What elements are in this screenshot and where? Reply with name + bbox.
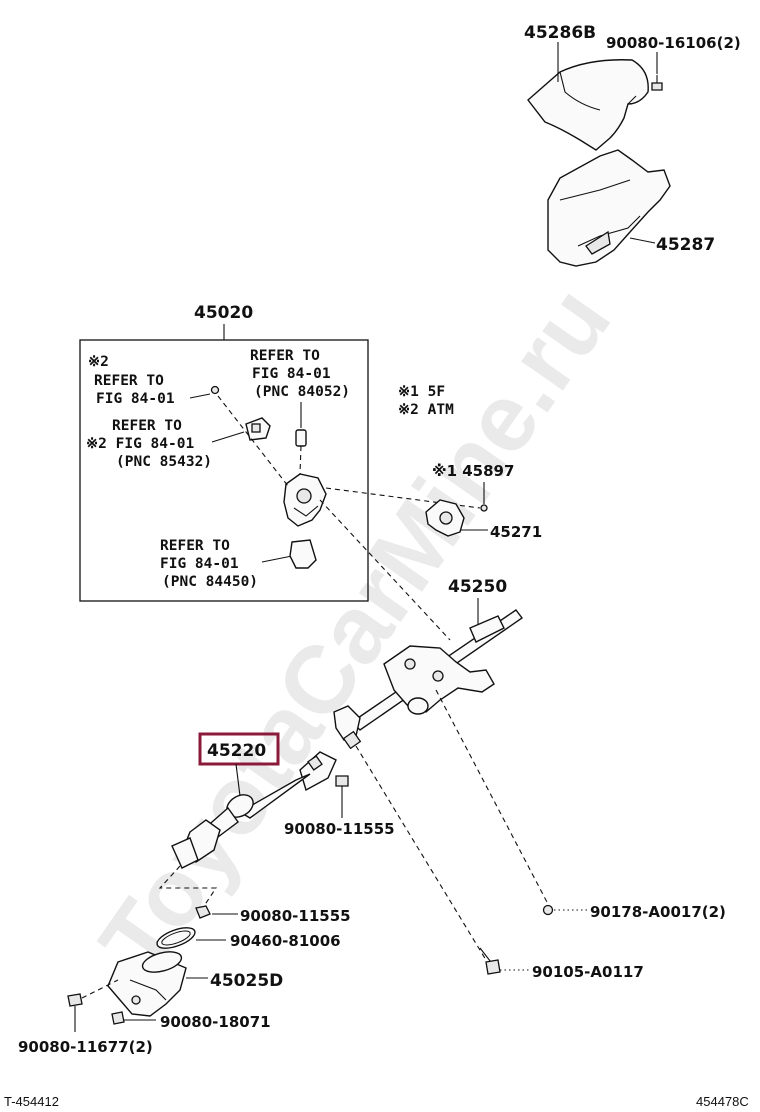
ref-84052-line1: REFER TO (250, 348, 320, 364)
bolt-90080-11555-upper[interactable] (335, 775, 349, 808)
screw-90080-16106[interactable] (651, 75, 663, 91)
label-90080-16106: 90080-16106(2) (606, 34, 741, 52)
leader-ref-85432 (211, 431, 245, 443)
label-45020: 45020 (194, 303, 253, 323)
column-hole-cover-45025D[interactable] (107, 948, 187, 1017)
ref-top-left-line3: FIG 84-01 (96, 391, 175, 407)
key-cylinder-housing-45271[interactable] (425, 499, 465, 537)
ref-84450-line3: (PNC 84450) (162, 574, 258, 590)
label-45250: 45250 (448, 577, 507, 597)
note-1: ※1 5F (398, 384, 445, 400)
ref-85432-line3: (PNC 85432) (116, 454, 212, 470)
ref-84052: REFER TO FIG 84-01 (PNC 84052) (250, 348, 350, 400)
label-90080-11555-lower: 90080-11555 (240, 907, 351, 925)
bolt-90080-11555-lower[interactable] (195, 905, 211, 919)
switch-part[interactable] (289, 539, 317, 569)
label-45025D: 45025D (210, 971, 283, 991)
label-90080-18071: 90080-18071 (160, 1013, 271, 1031)
nut-90080-18071[interactable] (111, 1011, 125, 1025)
dash-shaft-to-joint (158, 865, 218, 907)
highlight-box-45220 (198, 732, 280, 766)
note-2: ※2 ATM (398, 402, 454, 418)
bolt-90105-A0117[interactable] (479, 947, 501, 975)
pin-part[interactable] (295, 429, 307, 447)
intermediate-shaft-45220[interactable] (171, 751, 337, 869)
label-45286B: 45286B (524, 23, 596, 43)
ref-84450-line1: REFER TO (160, 538, 230, 554)
clamp-90460-81006[interactable] (154, 924, 197, 953)
assembly-box-45020 (79, 339, 369, 602)
leader-ref-84450 (261, 555, 293, 563)
nut-90178-A0017[interactable] (542, 904, 554, 916)
label-45287: 45287 (656, 235, 715, 255)
ref-84052-line2: FIG 84-01 (252, 366, 331, 382)
dash-pin (299, 445, 302, 475)
label-90105-A0117: 90105-A0117 (532, 963, 644, 981)
ref-top-left: ※2 REFER TO FIG 84-01 (88, 354, 175, 407)
steering-column-45250[interactable] (333, 609, 523, 750)
leader-45287 (629, 237, 656, 244)
label-90178-A0017: 90178-A0017(2) (590, 903, 726, 921)
dash-ignition-to-column (319, 499, 451, 641)
ref-84450-line2: FIG 84-01 (160, 556, 239, 572)
bolt-90080-11677[interactable] (67, 993, 83, 1020)
ref-85432-line2: ※2 FIG 84-01 (86, 436, 194, 452)
label-90460-81006: 90460-81006 (230, 932, 341, 950)
dash-11677 (81, 979, 119, 999)
column-cover-lower[interactable] (547, 149, 671, 267)
ref-top-left-line1: ※2 (88, 354, 109, 370)
leader-ref-top-left (189, 393, 211, 399)
ref-85432: REFER TO ※2 FIG 84-01 (PNC 85432) (86, 418, 212, 470)
dash-column-to-90105 (355, 745, 487, 961)
footer-right-code: 454478C (696, 1094, 749, 1109)
label-90080-11555-upper: 90080-11555 (284, 820, 395, 838)
footer-left-code: T-454412 (4, 1094, 59, 1109)
dash-key-lock (217, 395, 289, 487)
label-90080-11677: 90080-11677(2) (18, 1038, 153, 1056)
label-45271: 45271 (490, 523, 542, 541)
ref-85432-line1: REFER TO (112, 418, 182, 434)
label-45220[interactable]: 45220 (207, 741, 266, 761)
transponder-part[interactable] (245, 417, 271, 441)
column-cover-upper[interactable] (527, 59, 649, 151)
ignition-lock-assembly[interactable] (283, 473, 327, 527)
key-lock-screw[interactable] (210, 385, 220, 395)
ref-84052-line3: (PNC 84052) (254, 384, 350, 400)
screw-45897[interactable] (480, 504, 488, 512)
ref-top-left-line2: REFER TO (94, 373, 164, 389)
dash-column-to-90178 (435, 689, 549, 905)
leader-45220 (235, 763, 241, 797)
label-45897: ※1 45897 (432, 462, 514, 480)
ref-84450: REFER TO FIG 84-01 (PNC 84450) (160, 538, 258, 590)
